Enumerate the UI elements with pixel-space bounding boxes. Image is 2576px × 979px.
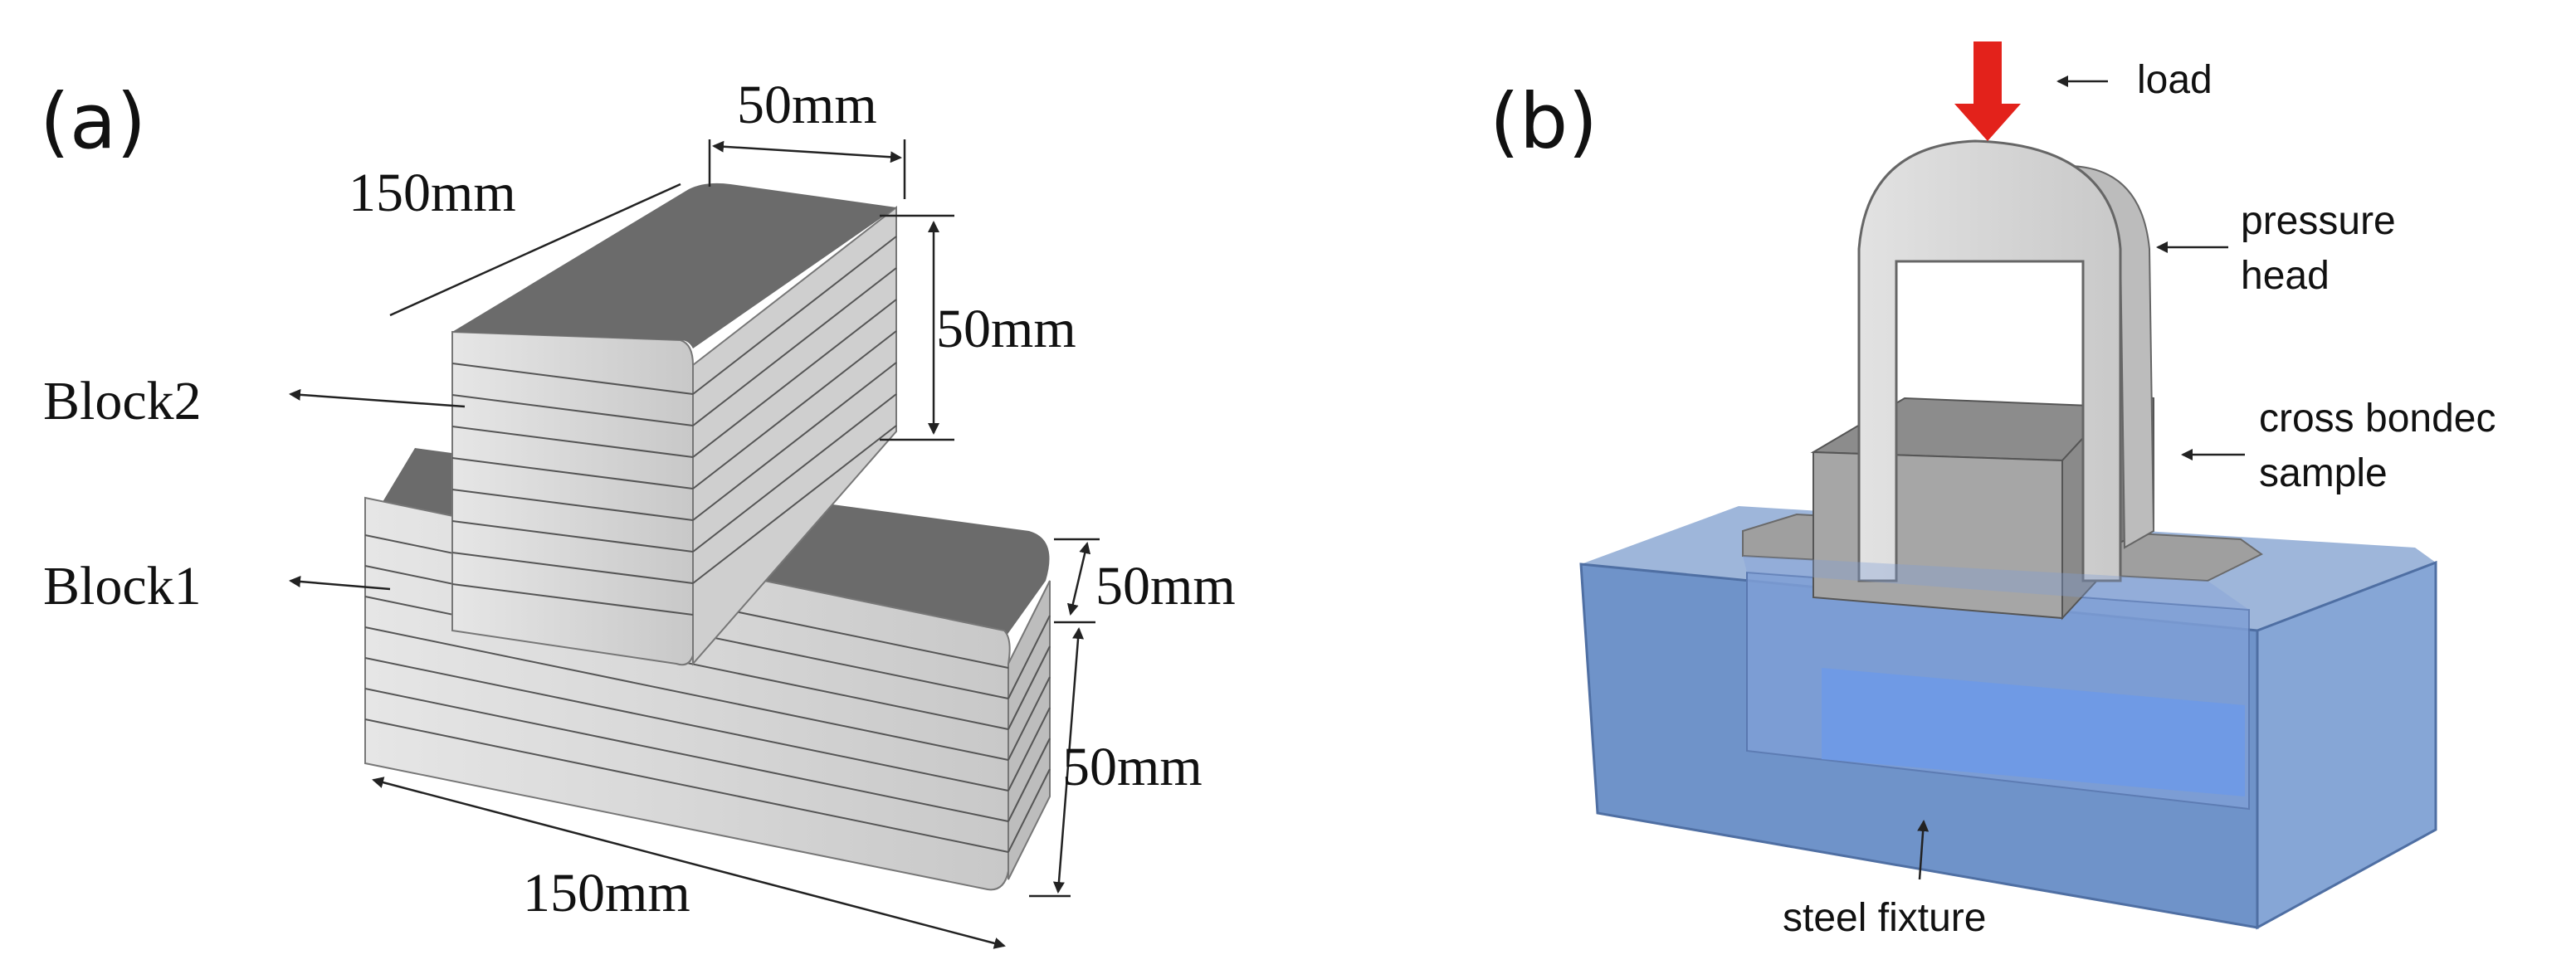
dim-top-length: 150mm (349, 163, 516, 223)
panel-a: (a) (40, 75, 1236, 949)
pressure-head-label-line2: head (2241, 254, 2330, 298)
panel-b: (b) (1490, 41, 2496, 940)
dim-bottom-width: 50mm (1095, 556, 1236, 616)
steel-fixture-label: steel fixture (1783, 896, 1986, 940)
annotation-pointers (1917, 75, 2245, 880)
fixture-front-overlay (1743, 556, 2249, 610)
dimension-lines (289, 139, 1100, 949)
load-arrow (1954, 41, 2021, 141)
pressure-head-shape (1857, 139, 2155, 582)
steel-fixture-shape (1579, 506, 2437, 930)
pressure-head-label-line1: pressure (2241, 199, 2396, 243)
panel-b-label: (b) (1490, 77, 1598, 166)
block2-shape (451, 183, 897, 666)
sample-label-line2: sample (2259, 451, 2388, 495)
sample-label-line1: cross bondec (2259, 397, 2496, 441)
panel-a-label: (a) (40, 77, 146, 166)
block2-label: Block2 (43, 371, 202, 431)
load-label: load (2137, 58, 2213, 102)
block1-label: Block1 (43, 556, 202, 616)
dim-top-width: 50mm (737, 75, 877, 135)
dim-bottom-length: 150mm (523, 863, 690, 923)
dim-bottom-height: 50mm (1062, 737, 1203, 797)
dim-top-height: 50mm (936, 299, 1076, 359)
